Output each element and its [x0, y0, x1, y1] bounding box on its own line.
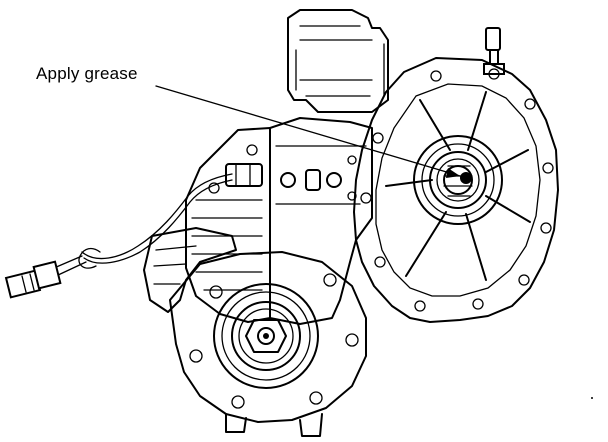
- callout-label: Apply grease: [36, 64, 138, 83]
- connector-plug: [4, 260, 62, 299]
- main-housing: [353, 57, 559, 323]
- center-body: [225, 117, 373, 325]
- body-bolts: [280, 155, 357, 201]
- top-housing: [287, 9, 389, 113]
- front-cover: [143, 227, 367, 437]
- breather-tube: [483, 27, 505, 75]
- wire-harness: [4, 173, 233, 299]
- callout-leader-line: [155, 85, 461, 177]
- callout-arrowhead: [446, 168, 460, 178]
- flange-bolt-holes: [360, 68, 554, 312]
- output-seal: [413, 135, 503, 225]
- front-output-flange: [213, 283, 319, 389]
